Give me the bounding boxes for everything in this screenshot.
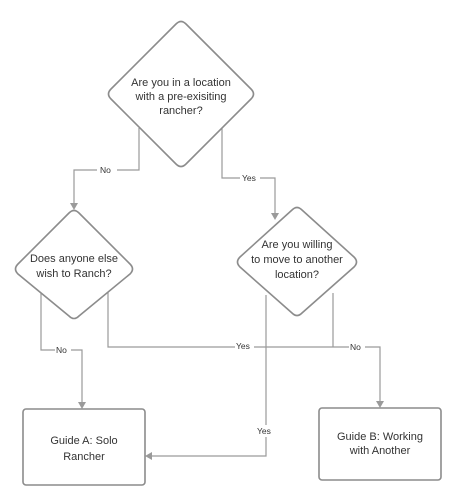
decision-q3-line-2: to move to another	[251, 254, 343, 266]
decision-q1-line-1: Are you in a location	[131, 77, 231, 89]
edge-label-text: Yes	[236, 341, 250, 351]
decision-q1-diamond	[107, 20, 255, 168]
outcome-guide-a: Guide A: Solo Rancher	[22, 408, 146, 486]
outcome-guide-b: Guide B: Working with Another	[318, 407, 442, 481]
edge-label-q1-no: No	[97, 164, 117, 176]
edge-label-q1-yes: Yes	[240, 172, 260, 184]
decision-q1: Are you in a location with a pre-exisiti…	[107, 20, 255, 168]
edge-label-text: Yes	[242, 173, 256, 183]
outcome-guide-a-line-2: Rancher	[63, 451, 105, 463]
decision-q3-line-3: location?	[275, 269, 319, 281]
decision-q3: Are you willing to move to another locat…	[236, 206, 358, 317]
arrow-guide-b-in	[376, 401, 384, 408]
outcome-guide-a-line-1: Guide A: Solo	[50, 435, 117, 447]
outcome-guide-b-line-2: with Another	[349, 445, 411, 457]
outcome-guide-b-box	[318, 407, 442, 481]
arrow-q2-in	[70, 203, 78, 210]
outcome-guide-a-box	[22, 408, 146, 486]
arrow-guide-a-side-in	[145, 452, 152, 460]
edge-label-q2-no: No	[55, 344, 71, 356]
edge-label-text: No	[56, 345, 67, 355]
decision-q2-line-1: Does anyone else	[30, 253, 118, 265]
decision-q3-line-1: Are you willing	[262, 239, 333, 251]
edge-label-q2-yes: Yes	[235, 340, 254, 352]
edge-label-text: No	[350, 342, 361, 352]
decision-q2-diamond	[14, 209, 134, 320]
decision-q2-line-2: wish to Ranch?	[35, 268, 111, 280]
decision-q3-diamond	[236, 206, 358, 317]
arrow-guide-a-in	[78, 402, 86, 409]
edge-q3-yes	[152, 295, 267, 457]
edge-label-q3-no: No	[349, 341, 365, 353]
decision-q2: Does anyone else wish to Ranch?	[14, 209, 134, 320]
edge-q1-yes	[221, 126, 276, 213]
decision-q1-line-3: rancher?	[159, 105, 202, 117]
outcome-guide-b-line-1: Guide B: Working	[337, 431, 423, 443]
arrow-q3-in	[271, 213, 279, 220]
edge-label-text: No	[100, 165, 111, 175]
decision-q1-line-2: with a pre-exisiting	[134, 91, 226, 103]
edge-label-text: Yes	[257, 426, 271, 436]
edge-label-q3-yes: Yes	[256, 425, 275, 437]
